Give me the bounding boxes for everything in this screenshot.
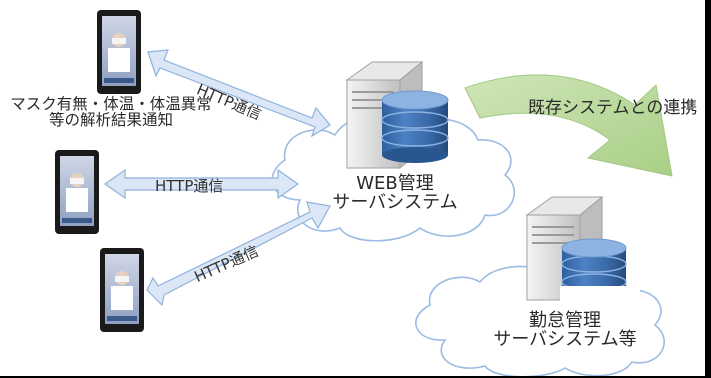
http-label-middle: HTTP通信 <box>155 177 224 195</box>
http-arrow-top <box>147 49 331 138</box>
thermal-device-3 <box>100 248 144 332</box>
web-server-database <box>381 90 449 163</box>
web-server-label-line1: WEB管理 <box>356 173 434 194</box>
integration-arrow <box>464 74 673 177</box>
thermal-device-1 <box>97 10 141 94</box>
http-arrow-bottom <box>146 201 331 307</box>
http-arrow-middle <box>103 168 300 200</box>
existing-system-label-line1: 勤怠管理 <box>529 310 601 331</box>
main-cloud <box>271 114 516 242</box>
label-backdrop <box>560 286 640 320</box>
device-caption: マスク有無・体温・体温異常 等の解析結果通知 <box>6 96 216 129</box>
web-server-label-line2: サーバシステム <box>332 191 458 213</box>
device-caption-line2: 等の解析結果通知 <box>48 111 173 130</box>
web-server-label: WEB管理 サーバシステム <box>310 173 480 213</box>
bottom-edge-frame <box>0 376 711 378</box>
existing-system-label: 勤怠管理 サーバシステム等 <box>465 310 665 350</box>
thermal-device-2 <box>55 150 99 234</box>
right-edge-frame <box>705 0 711 378</box>
device-caption-line1: マスク有無・体温・体温異常 <box>10 95 212 113</box>
existing-system-label-line2: サーバシステム等 <box>493 328 637 350</box>
integration-label: 既存システムとの連携 <box>528 98 698 118</box>
